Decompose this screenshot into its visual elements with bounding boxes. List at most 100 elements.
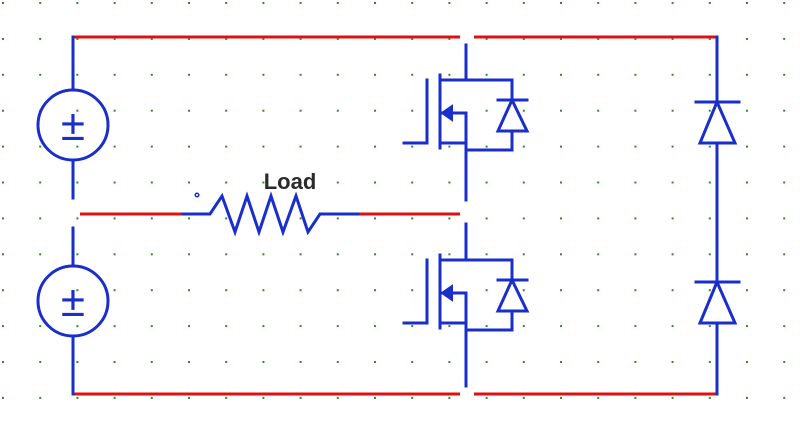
resistor-load[interactable] [181, 191, 360, 237]
grid-dot [634, 73, 637, 76]
grid-dot [2, 253, 4, 256]
grid-dot [597, 145, 600, 148]
grid-dot [76, 37, 79, 40]
grid-dot [485, 109, 488, 112]
grid-dot [634, 289, 637, 292]
mosfet-top[interactable] [402, 43, 468, 202]
grid-dot [708, 2, 711, 4]
grid-dot [634, 325, 637, 328]
grid-dot [39, 396, 42, 399]
diode-right-top[interactable] [694, 35, 741, 282]
grid-dot [113, 109, 116, 112]
grid-dot [150, 325, 153, 328]
grid-dot [374, 37, 376, 40]
grid-dot [262, 109, 265, 112]
grid-dot [2, 325, 4, 328]
grid-dot [597, 181, 600, 184]
diode-right-bottom[interactable] [694, 278, 741, 396]
grid-dot [783, 2, 786, 4]
grid-dot [671, 73, 674, 76]
grid-dot [39, 37, 42, 40]
polarity-dot [194, 192, 200, 198]
grid-dot [262, 73, 265, 76]
grid-dot [783, 109, 786, 112]
grid-dot [299, 2, 302, 4]
grid-dot [560, 73, 562, 76]
mosfet-bottom[interactable] [402, 222, 468, 388]
grid-dot [299, 37, 302, 40]
grid-dot [2, 109, 4, 112]
grid-dot [39, 325, 42, 328]
grid-dot [336, 361, 339, 363]
grid-dot [597, 73, 600, 76]
grid-dots [2, 2, 786, 399]
grid-dot [411, 145, 414, 148]
grid-dot [374, 181, 376, 184]
grid-dot [2, 361, 4, 363]
grid-dot [560, 109, 562, 112]
grid-dot [150, 73, 153, 76]
grid-dot [485, 145, 488, 148]
grid-dot [783, 37, 786, 40]
grid-dot [299, 109, 302, 112]
grid-dot [113, 145, 116, 148]
grid-dot [783, 253, 786, 256]
grid-dot [597, 325, 600, 328]
grid-dot [39, 253, 42, 256]
grid-dot [783, 181, 786, 184]
grid-dot [76, 396, 79, 399]
grid-dot [671, 2, 674, 4]
grid-dot [522, 2, 525, 4]
grid-dot [783, 396, 786, 399]
grid-dot [746, 2, 748, 4]
grid-dot [746, 253, 748, 256]
body-diode-top[interactable] [464, 78, 530, 152]
grid-dot [411, 253, 414, 256]
grid-dot [560, 361, 562, 363]
grid-dot [39, 145, 42, 148]
grid-dot [485, 253, 488, 256]
grid-dot [671, 109, 674, 112]
voltage-source-top[interactable]: ± [36, 35, 110, 200]
grid-dot [188, 217, 190, 220]
grid-dot [448, 145, 451, 148]
grid-dot [188, 181, 190, 184]
grid-dot [671, 325, 674, 328]
grid-dot [746, 145, 748, 148]
grid-dot [634, 253, 637, 256]
grid-dot [783, 361, 786, 363]
grid-dot [150, 289, 153, 292]
grid-dot [374, 289, 376, 292]
grid-dot [299, 396, 302, 399]
grid-dot [485, 73, 488, 76]
grid-dot [76, 181, 79, 184]
grid-dot [262, 361, 265, 363]
grid-dot [411, 109, 414, 112]
grid-dot [39, 2, 42, 4]
grid-dot [150, 217, 153, 220]
grid-dot [671, 396, 674, 399]
grid-dot [671, 289, 674, 292]
grid-dot [448, 2, 451, 4]
grid-dot [374, 217, 376, 220]
grid-dot [150, 396, 153, 399]
grid-dot [336, 217, 339, 220]
body-diode-bottom[interactable] [464, 258, 530, 332]
voltage-source-bottom[interactable]: ± [36, 226, 110, 396]
grid-dot [560, 396, 562, 399]
grid-dot [708, 37, 711, 40]
grid-dot [225, 217, 228, 220]
grid-dot [485, 217, 488, 220]
grid-dot [374, 325, 376, 328]
grid-dot [634, 37, 637, 40]
grid-dot [39, 361, 42, 363]
grid-dot [262, 2, 265, 4]
grid-dot [299, 289, 302, 292]
grid-dot [708, 217, 711, 220]
grid-dot [188, 109, 190, 112]
grid-dot [336, 325, 339, 328]
grid-dot [113, 217, 116, 220]
grid-dot [560, 37, 562, 40]
grid-dot [708, 253, 711, 256]
